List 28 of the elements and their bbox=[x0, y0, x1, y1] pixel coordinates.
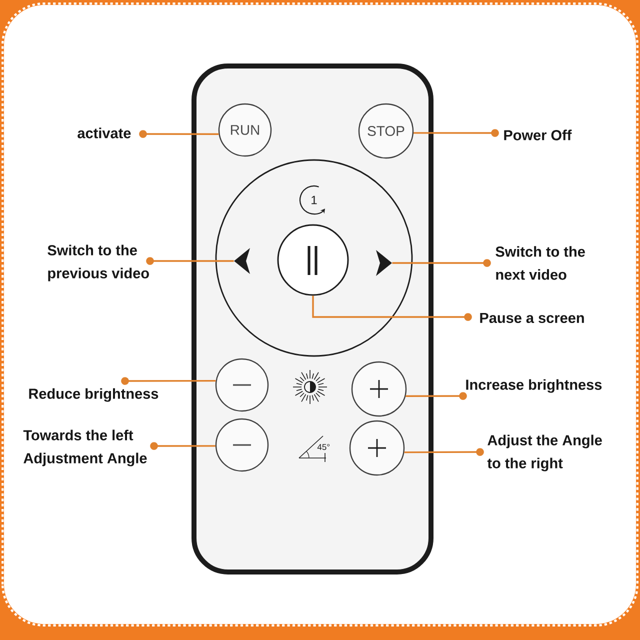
callout-label: activate bbox=[78, 128, 131, 138]
leader-line bbox=[392, 259, 491, 267]
triangle-arrow bbox=[234, 248, 250, 274]
triangle-arrow bbox=[376, 250, 392, 276]
round-button bbox=[277, 224, 349, 296]
round-button bbox=[351, 361, 407, 417]
leader-line bbox=[406, 392, 467, 400]
callout-label: Switch to the next video bbox=[496, 246, 585, 280]
round-button: RUN bbox=[218, 103, 272, 157]
node-label: 1 bbox=[312, 196, 317, 204]
leader-line bbox=[146, 257, 234, 265]
round-button: STOP bbox=[358, 103, 414, 159]
round-button bbox=[215, 418, 269, 472]
callout-label: Power Off bbox=[504, 130, 572, 140]
callout-label: Increase brightness bbox=[466, 379, 602, 393]
leader-line bbox=[150, 442, 216, 450]
leader-line bbox=[312, 296, 472, 321]
leader-line bbox=[121, 377, 216, 385]
callout-label: Switch to the previous video bbox=[48, 244, 149, 282]
callout-label: Towards the left Adjustment Angle bbox=[23, 430, 147, 466]
round-button bbox=[349, 420, 405, 476]
callout-label: Pause a screen bbox=[480, 312, 584, 324]
callout-label: Adjust the Angle to the right bbox=[487, 434, 602, 472]
leader-line bbox=[404, 448, 484, 456]
round-button bbox=[215, 358, 269, 412]
degree-label: 45° bbox=[317, 444, 330, 450]
callout-label: Reduce brightness bbox=[29, 388, 158, 402]
leader-line bbox=[139, 130, 219, 138]
